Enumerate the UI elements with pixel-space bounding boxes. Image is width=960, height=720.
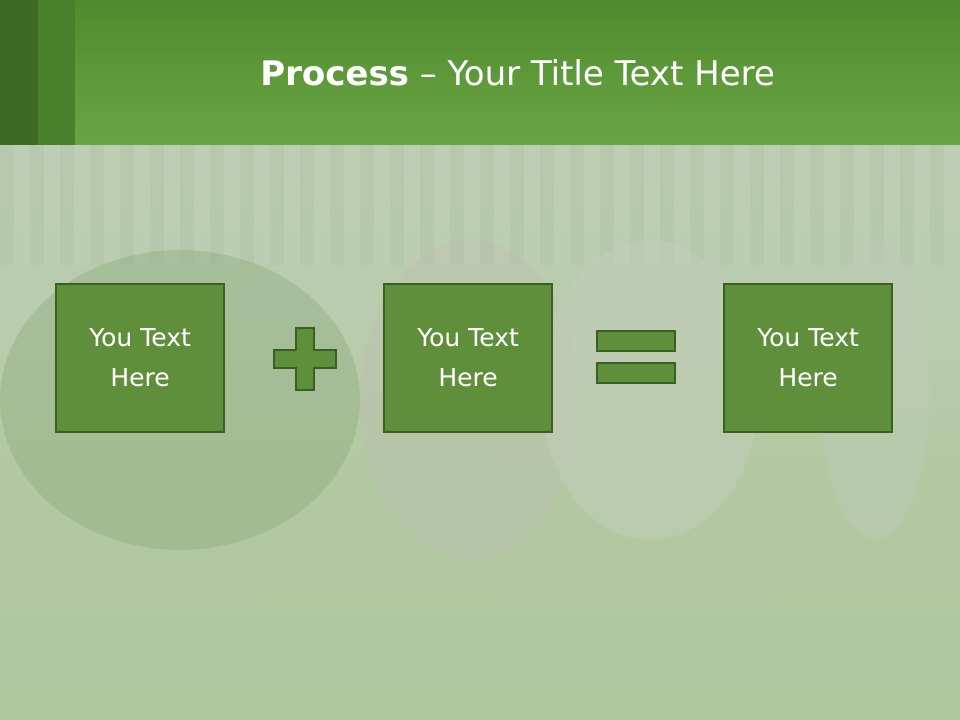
- slide-title: Process – Your Title Text Here: [75, 52, 960, 96]
- header-band: Process – Your Title Text Here: [0, 0, 960, 145]
- title-rest: – Your Title Text Here: [408, 54, 775, 94]
- plus-icon: [273, 327, 337, 391]
- header-accent-dark: [0, 0, 38, 145]
- process-box-2: You Text Here: [383, 283, 553, 433]
- process-box-1-text: You Text Here: [89, 323, 191, 392]
- title-bold: Process: [260, 54, 409, 94]
- crowd-background: [0, 145, 960, 265]
- header-accent: [38, 0, 75, 145]
- process-box-3: You Text Here: [723, 283, 893, 433]
- process-box-2-text: You Text Here: [417, 323, 519, 392]
- equals-icon: [596, 330, 676, 384]
- process-box-1: You Text Here: [55, 283, 225, 433]
- process-box-3-text: You Text Here: [757, 323, 859, 392]
